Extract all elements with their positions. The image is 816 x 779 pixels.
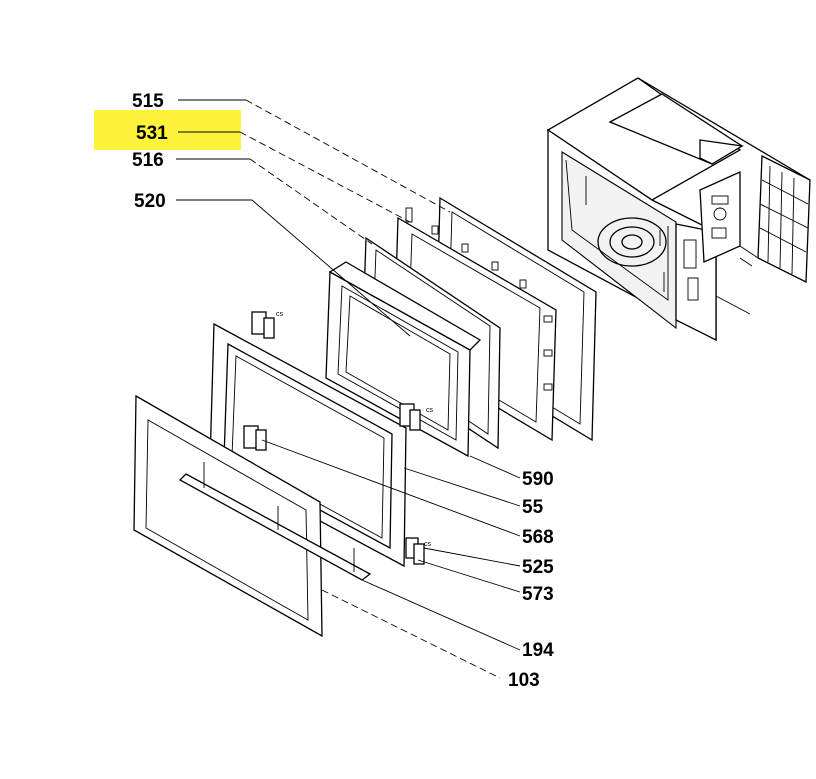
label-590: 590 xyxy=(522,469,554,490)
svg-text:cs: cs xyxy=(426,407,434,414)
label-515: 515 xyxy=(132,91,164,112)
label-531: 531 xyxy=(136,123,168,144)
svg-text:cs: cs xyxy=(276,311,284,318)
svg-text:cs: cs xyxy=(424,541,432,548)
microwave-body xyxy=(546,77,811,342)
label-525: 525 xyxy=(522,557,554,578)
part-520-frame xyxy=(325,261,482,458)
part-103-outer-door xyxy=(133,394,323,638)
leader-lines xyxy=(176,99,753,679)
label-103: 103 xyxy=(508,670,540,691)
label-55: 55 xyxy=(522,497,544,518)
label-568: 568 xyxy=(522,527,554,548)
highlight-box xyxy=(94,110,241,150)
label-520: 520 xyxy=(134,191,166,212)
part-55-door-frame xyxy=(209,322,407,568)
hinge-middle xyxy=(243,425,267,451)
latch-568: cs xyxy=(399,403,434,431)
latch-525: cs xyxy=(405,537,432,565)
label-573: 573 xyxy=(522,584,554,605)
label-194: 194 xyxy=(522,640,554,661)
part-labels: 515 531 516 520 590 55 568 525 573 194 1… xyxy=(132,91,554,691)
hinge-upper: cs xyxy=(251,311,284,339)
label-516: 516 xyxy=(132,150,164,171)
